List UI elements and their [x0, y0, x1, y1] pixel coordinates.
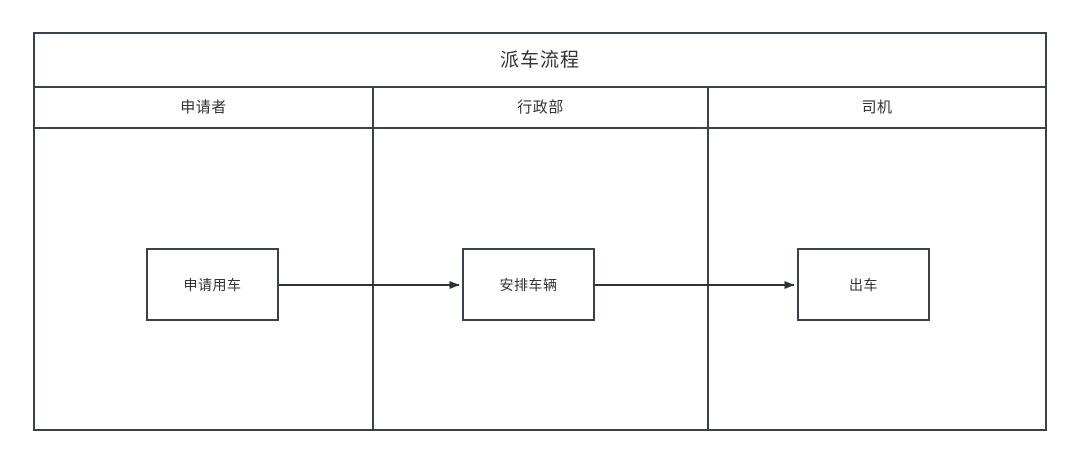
lane-body-driver — [707, 129, 1045, 429]
lane-body-row — [35, 129, 1045, 429]
lane-header-label: 申请者 — [180, 99, 227, 116]
process-node-dispatch[interactable]: 出车 — [797, 248, 930, 321]
swimlane-frame: 派车流程 申请者 行政部 司机 — [33, 32, 1047, 431]
lane-header-label: 行政部 — [517, 99, 564, 116]
lane-body-admin-dept — [372, 129, 707, 429]
diagram-title-row: 派车流程 — [35, 34, 1045, 88]
process-node-label: 申请用车 — [183, 276, 242, 293]
process-node-label: 出车 — [849, 276, 878, 293]
process-node-arrange[interactable]: 安排车辆 — [462, 248, 595, 321]
process-node-apply[interactable]: 申请用车 — [146, 248, 279, 321]
lane-header-label: 司机 — [861, 99, 893, 116]
lane-header-row: 申请者 行政部 司机 — [35, 88, 1045, 129]
process-node-label: 安排车辆 — [499, 276, 558, 293]
lane-header-driver: 司机 — [707, 88, 1045, 127]
lane-header-admin-dept: 行政部 — [372, 88, 707, 127]
diagram-title: 派车流程 — [499, 49, 580, 71]
lane-header-applicant: 申请者 — [35, 88, 372, 127]
